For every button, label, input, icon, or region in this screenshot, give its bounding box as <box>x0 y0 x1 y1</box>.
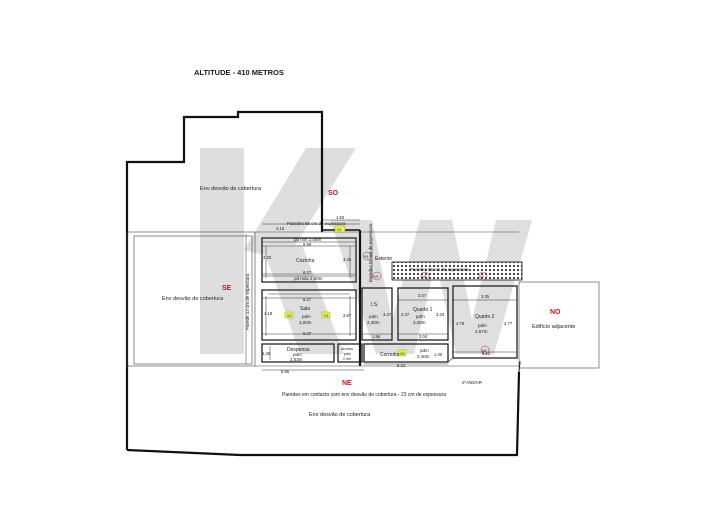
cozinha-pd-max: pd máx 2,60m <box>294 276 323 281</box>
dim-3-33: 3.33 <box>263 255 272 260</box>
floor-label: 2ºANDAR <box>462 380 483 385</box>
room-cozinha <box>261 237 357 283</box>
quarto1-pd-label: pdm <box>416 314 425 319</box>
ls-pd-label: pdm <box>369 314 378 319</box>
window-v5: V5 <box>374 275 378 279</box>
altitude-label: ALTITUDE - 410 METROS <box>194 68 284 77</box>
dim-8-86: 8.86 <box>281 369 290 374</box>
window-v2: V2 <box>287 314 291 318</box>
exterior-hatch <box>391 261 523 281</box>
windows <box>284 225 490 357</box>
dim-1-36: 1.36 <box>262 351 271 356</box>
dim-4-78: 4.78 <box>456 321 465 326</box>
window-v3: V3 <box>324 314 328 318</box>
despensa-pd: 2,03m <box>290 357 303 362</box>
dim-6-27b: 6.27 <box>303 297 312 302</box>
ls-pd: 2,40m <box>367 320 380 325</box>
room-quarto1 <box>397 287 449 341</box>
zone-bottom-label: Env desvão de cobertura <box>309 412 371 418</box>
room-quarto2 <box>452 285 518 359</box>
corredor-pd: 2,40m <box>417 354 430 359</box>
quarto1-name: Quarto 1 <box>413 307 433 313</box>
attic-left-outline <box>126 231 256 367</box>
outer-walls <box>125 110 521 457</box>
dim-3-37a: 3.37 <box>383 312 392 317</box>
sala-name: Sala <box>300 306 310 312</box>
wall-note-vertical: Paredes 55 cm de espessura <box>368 223 373 282</box>
dim-1-50: 1.50 <box>336 215 345 220</box>
dim-3-04: 3.04 <box>419 334 428 339</box>
orientation-ne: NE <box>342 380 352 387</box>
dim-8-21: 8.21 <box>397 363 406 368</box>
dim-6-65: 6.65 <box>303 242 312 247</box>
room-ls <box>361 287 393 341</box>
dim-4-77: 4.77 <box>504 321 513 326</box>
sala-pd: 3,00m <box>299 320 312 325</box>
arrumo-pd: 2,4m <box>343 357 351 361</box>
corredor-name: Corredor <box>380 352 400 358</box>
wall-note-bottom: Paredes em contacto com env desvão de co… <box>282 392 446 398</box>
zone-adjacent-label: Edifício adjacente <box>532 324 575 330</box>
cozinha-pd-min: pd min 2,08m <box>294 237 322 242</box>
quarto2-pd-label: pdm <box>478 323 487 328</box>
zone-exterior-label: Exterior <box>375 256 393 262</box>
orientation-se: SE <box>222 285 232 292</box>
dim-6-12: 6.12 <box>482 351 491 356</box>
arrumo-pd-label: pdm <box>344 352 351 356</box>
wall-note-top: Paredes 55 cm de espessura <box>287 221 346 226</box>
dim-6-07: 6.07 <box>303 331 312 336</box>
window-v8: V8 <box>482 349 486 353</box>
sala-pd-label: pdm <box>302 314 311 319</box>
window-v7: V7 <box>480 275 484 279</box>
dim-4-18: 4.18 <box>264 311 273 316</box>
arrumo-name: Arrumo <box>341 347 353 351</box>
room-arrumo <box>337 343 363 363</box>
window-v6: V6 <box>422 275 426 279</box>
window-v9: V9 <box>400 352 404 356</box>
dim-3-37b: 3.37 <box>401 312 410 317</box>
dim-2-87: 2.87 <box>343 313 352 318</box>
wall-note-left: Parede 23 cm de espessura <box>245 273 250 330</box>
wall-note-exterior: Paredes 55 cm de espessura <box>410 267 469 272</box>
orientation-so: SO <box>328 190 339 197</box>
quarto2-name: Quarto 2 <box>475 314 495 320</box>
dim-3-33b: 3.33 <box>436 312 445 317</box>
despensa-name: Despensa <box>287 347 310 353</box>
zone-left-label: Env desvão de cobertura <box>162 296 224 302</box>
dim-1-40: 1.40 <box>434 352 443 357</box>
dim-3-35: 3.35 <box>481 294 490 299</box>
corredor-pd-label: pdm <box>420 348 429 353</box>
cozinha-name: Cozinha <box>296 258 315 264</box>
quarto2-pd: 2,67m <box>475 329 488 334</box>
dim-3-07: 3.07 <box>418 293 427 298</box>
adjacent-building-outline <box>518 281 600 369</box>
zone-top-label: Env desvão de cobertura <box>200 186 262 192</box>
window-v1: V1 <box>337 228 341 232</box>
attic-left-inner <box>133 235 253 365</box>
room-despensa <box>261 343 335 363</box>
dim-6-27a: 6.27 <box>303 270 312 275</box>
despensa-pd-label: pdm <box>293 352 302 357</box>
orientation-no: NO <box>550 309 561 316</box>
room-sala <box>261 289 357 341</box>
dim-4-15: 4.15 <box>276 226 285 231</box>
ls-name: I.S. <box>371 302 379 308</box>
room-corredor <box>363 343 449 363</box>
window-v4: V4 <box>364 255 368 259</box>
dimension-lines <box>245 219 517 371</box>
quarto1-pd: 3,08m <box>413 320 426 325</box>
dim-1-56: 1.56 <box>372 334 381 339</box>
dim-3-34: 3.34 <box>343 257 352 262</box>
